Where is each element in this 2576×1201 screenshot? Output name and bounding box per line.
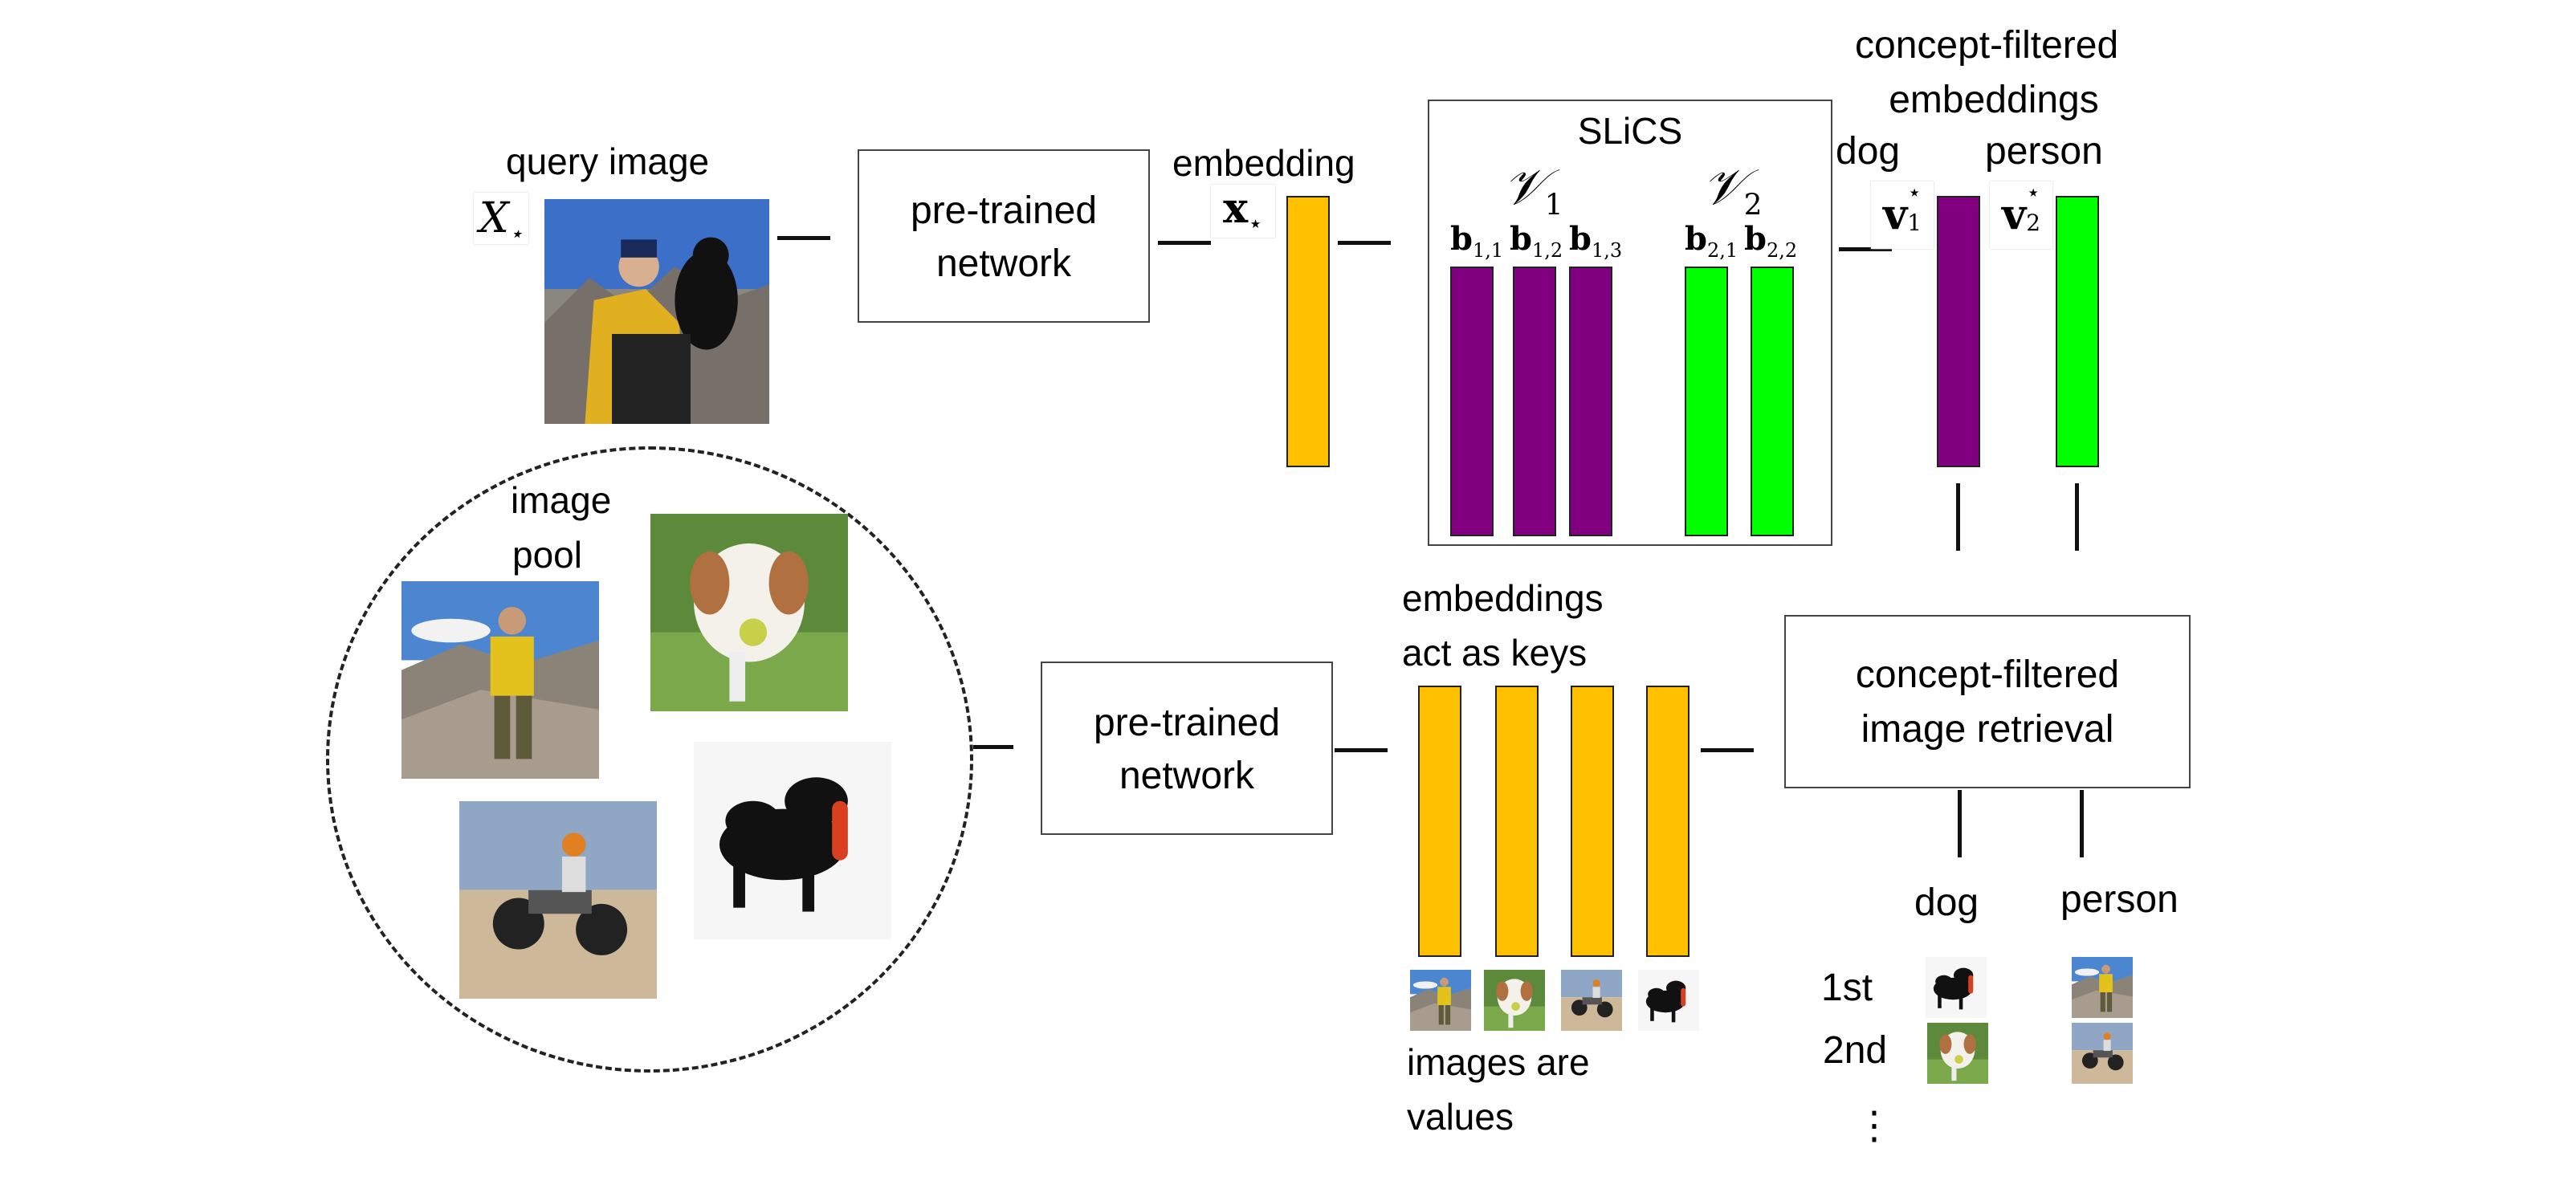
- connector: [1701, 748, 1754, 752]
- connector: [1956, 483, 1960, 551]
- pool-photo: [650, 514, 848, 711]
- rank-1-label: 1st: [1821, 967, 1873, 1009]
- network-bottom-line2: network: [1119, 755, 1255, 797]
- result-thumbnail: [1926, 957, 1987, 1018]
- network-top-line2: network: [935, 242, 1072, 285]
- result-thumbnail: [2072, 1023, 2133, 1084]
- photo-atv-rider-icon: [2072, 1023, 2133, 1084]
- result-thumbnail: [2072, 957, 2133, 1018]
- network-top-line1: pre-trained: [910, 189, 1098, 232]
- filtered-title-line2: embeddings: [1889, 79, 2099, 121]
- connector: [2080, 790, 2084, 857]
- result-thumbnail: [1927, 1023, 1988, 1084]
- connector: [1335, 748, 1388, 752]
- photo-atv-rider-icon: [459, 801, 657, 999]
- connector: [1158, 241, 1211, 245]
- v2-symbol: v⋆2: [1990, 181, 2052, 249]
- basis-bar-concept-1: [1569, 267, 1612, 536]
- query-photo: [544, 199, 769, 424]
- basis-label: b2,1: [1685, 220, 1738, 262]
- more-ellipsis: ⋮: [1855, 1105, 1893, 1147]
- key-embedding-bar: [1495, 686, 1539, 957]
- key-embedding-bar: [1646, 686, 1689, 957]
- values-label-line2: values: [1407, 1096, 1514, 1138]
- photo-black-dogs-icon: [1638, 970, 1699, 1031]
- basis-label: b1,2: [1510, 220, 1563, 262]
- connector: [2075, 483, 2079, 551]
- image-pool-circle: [326, 446, 973, 1073]
- connector: [777, 236, 830, 240]
- value-thumbnail: [1561, 970, 1622, 1031]
- retrieval-box: concept-filtered image retrieval: [1784, 615, 2191, 788]
- basis-label: b1,3: [1569, 220, 1623, 262]
- dog-label-top: dog: [1836, 130, 1901, 173]
- query-embedding-bar: [1286, 196, 1330, 467]
- photo-black-dogs-icon: [694, 742, 891, 939]
- filtered-embedding-person: [2056, 196, 2099, 467]
- concept-2-symbol: 𝒱2: [1702, 157, 1763, 222]
- embedding-symbol: x⋆: [1211, 185, 1275, 238]
- basis-bar-concept-2: [1751, 267, 1794, 536]
- retrieval-person-label: person: [2060, 878, 2179, 921]
- value-thumbnail: [1410, 970, 1471, 1031]
- value-thumbnail: [1638, 970, 1699, 1031]
- retrieval-line1: concept-filtered: [1855, 653, 2120, 696]
- photo-spaniel-icon: [1927, 1023, 1988, 1084]
- key-embedding-bar: [1418, 686, 1461, 957]
- pretrained-network-bottom: pre-trained network: [1041, 662, 1333, 835]
- embedding-label: embedding: [1172, 142, 1355, 184]
- pool-label-line2: pool: [512, 534, 582, 576]
- connector: [1338, 241, 1391, 245]
- pool-photo: [401, 581, 599, 779]
- photo-spaniel-icon: [1484, 970, 1545, 1031]
- pretrained-network-top: pre-trained network: [858, 149, 1150, 323]
- photo-spaniel-icon: [650, 514, 848, 711]
- basis-bar-concept-1: [1513, 267, 1556, 536]
- pool-photo: [694, 742, 891, 939]
- retrieval-line2: image retrieval: [1861, 708, 2114, 751]
- pool-label-line1: image: [511, 479, 612, 521]
- basis-bar-concept-1: [1450, 267, 1494, 536]
- rank-2-label: 2nd: [1823, 1029, 1888, 1072]
- photo-person-dog-icon: [544, 199, 769, 424]
- query-symbol: X⋆: [474, 193, 528, 246]
- connector: [1839, 247, 1892, 251]
- filtered-embedding-dog: [1937, 196, 1980, 467]
- key-embedding-bar: [1571, 686, 1614, 957]
- photo-atv-rider-icon: [1561, 970, 1622, 1031]
- network-bottom-line1: pre-trained: [1093, 702, 1281, 744]
- person-label-top: person: [1985, 130, 2103, 173]
- query-image-label: query image: [506, 140, 710, 182]
- value-thumbnail: [1484, 970, 1545, 1031]
- keys-label-line1: embeddings: [1402, 577, 1604, 619]
- photo-hiker-icon: [401, 581, 599, 779]
- keys-label-line2: act as keys: [1402, 632, 1588, 674]
- v1-symbol: v⋆1: [1871, 181, 1934, 249]
- retrieval-dog-label: dog: [1914, 881, 1979, 924]
- basis-label: b2,2: [1744, 220, 1798, 262]
- connector: [1958, 790, 1962, 857]
- filtered-title-line1: concept-filtered: [1855, 24, 2119, 67]
- pool-photo: [459, 801, 657, 999]
- basis-bar-concept-2: [1685, 267, 1728, 536]
- values-label-line1: images are: [1407, 1041, 1590, 1083]
- photo-hiker-icon: [1410, 970, 1471, 1031]
- photo-hiker-icon: [2072, 957, 2133, 1018]
- connector: [973, 745, 1013, 749]
- slics-title: SLiCS: [1577, 110, 1683, 152]
- photo-black-dogs-icon: [1926, 957, 1987, 1018]
- concept-1-symbol: 𝒱1: [1503, 157, 1563, 222]
- basis-label: b1,1: [1450, 220, 1504, 262]
